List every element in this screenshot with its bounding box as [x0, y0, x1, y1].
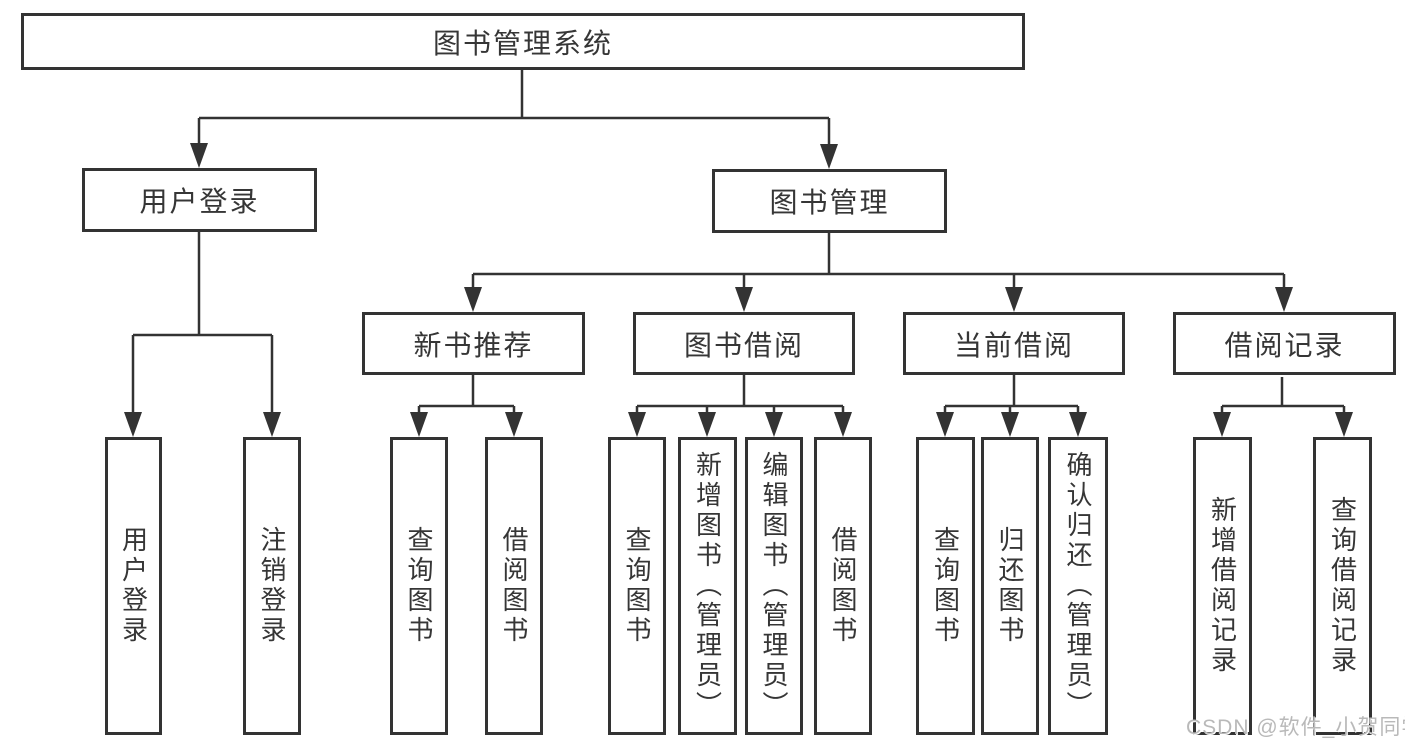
leaf-add-borrow-record: 新增借阅记录 [1193, 437, 1252, 735]
leaf-label: 查询图书 [404, 526, 434, 646]
node-label: 图书借阅 [683, 329, 804, 361]
node-book-management: 图书管理 [712, 169, 947, 233]
leaf-label: 用户登录 [118, 526, 149, 646]
leaf-logout: 注销登录 [243, 437, 301, 735]
leaf-label: 新增图书（管理员） [692, 451, 723, 721]
node-root: 图书管理系统 [21, 13, 1025, 70]
node-label: 用户登录 [139, 186, 260, 217]
node-label: 新书推荐 [413, 329, 534, 361]
leaf-query-book-current: 查询图书 [916, 437, 975, 735]
leaf-label: 注销登录 [257, 526, 287, 646]
leaf-label: 借阅图书 [828, 526, 858, 646]
leaf-query-book-recommend: 查询图书 [390, 437, 448, 735]
node-new-book-recommend: 新书推荐 [362, 312, 585, 375]
leaf-label: 查询图书 [622, 526, 652, 646]
node-root-label: 图书管理系统 [432, 27, 613, 59]
leaf-label: 查询借阅记录 [1327, 496, 1358, 676]
node-label: 图书管理 [769, 187, 890, 218]
leaf-label: 查询图书 [930, 526, 961, 646]
leaf-edit-book-admin: 编辑图书（管理员） [745, 437, 803, 735]
node-user-login: 用户登录 [82, 168, 317, 232]
leaf-return-book: 归还图书 [981, 437, 1039, 735]
node-current-borrow: 当前借阅 [903, 312, 1125, 375]
leaf-query-borrow-record: 查询借阅记录 [1313, 437, 1372, 735]
leaf-user-login: 用户登录 [105, 437, 162, 735]
leaf-label: 归还图书 [995, 526, 1025, 646]
leaf-label: 新增借阅记录 [1207, 496, 1238, 676]
node-borrow-record: 借阅记录 [1173, 312, 1396, 375]
leaf-borrow-book: 借阅图书 [814, 437, 872, 735]
leaf-query-book-borrow: 查询图书 [608, 437, 666, 735]
leaf-label: 确认归还（管理员） [1063, 451, 1093, 721]
node-label: 当前借阅 [953, 329, 1074, 361]
leaf-add-book-admin: 新增图书（管理员） [678, 437, 737, 735]
leaf-label: 借阅图书 [499, 526, 529, 646]
node-book-borrow: 图书借阅 [633, 312, 855, 375]
leaf-label: 编辑图书（管理员） [759, 451, 789, 721]
csdn-watermark: CSDN @软件_小贺同学 [1186, 716, 1405, 739]
leaf-confirm-return-admin: 确认归还（管理员） [1048, 437, 1108, 735]
node-label: 借阅记录 [1224, 329, 1345, 361]
leaf-borrow-book-recommend: 借阅图书 [485, 437, 543, 735]
